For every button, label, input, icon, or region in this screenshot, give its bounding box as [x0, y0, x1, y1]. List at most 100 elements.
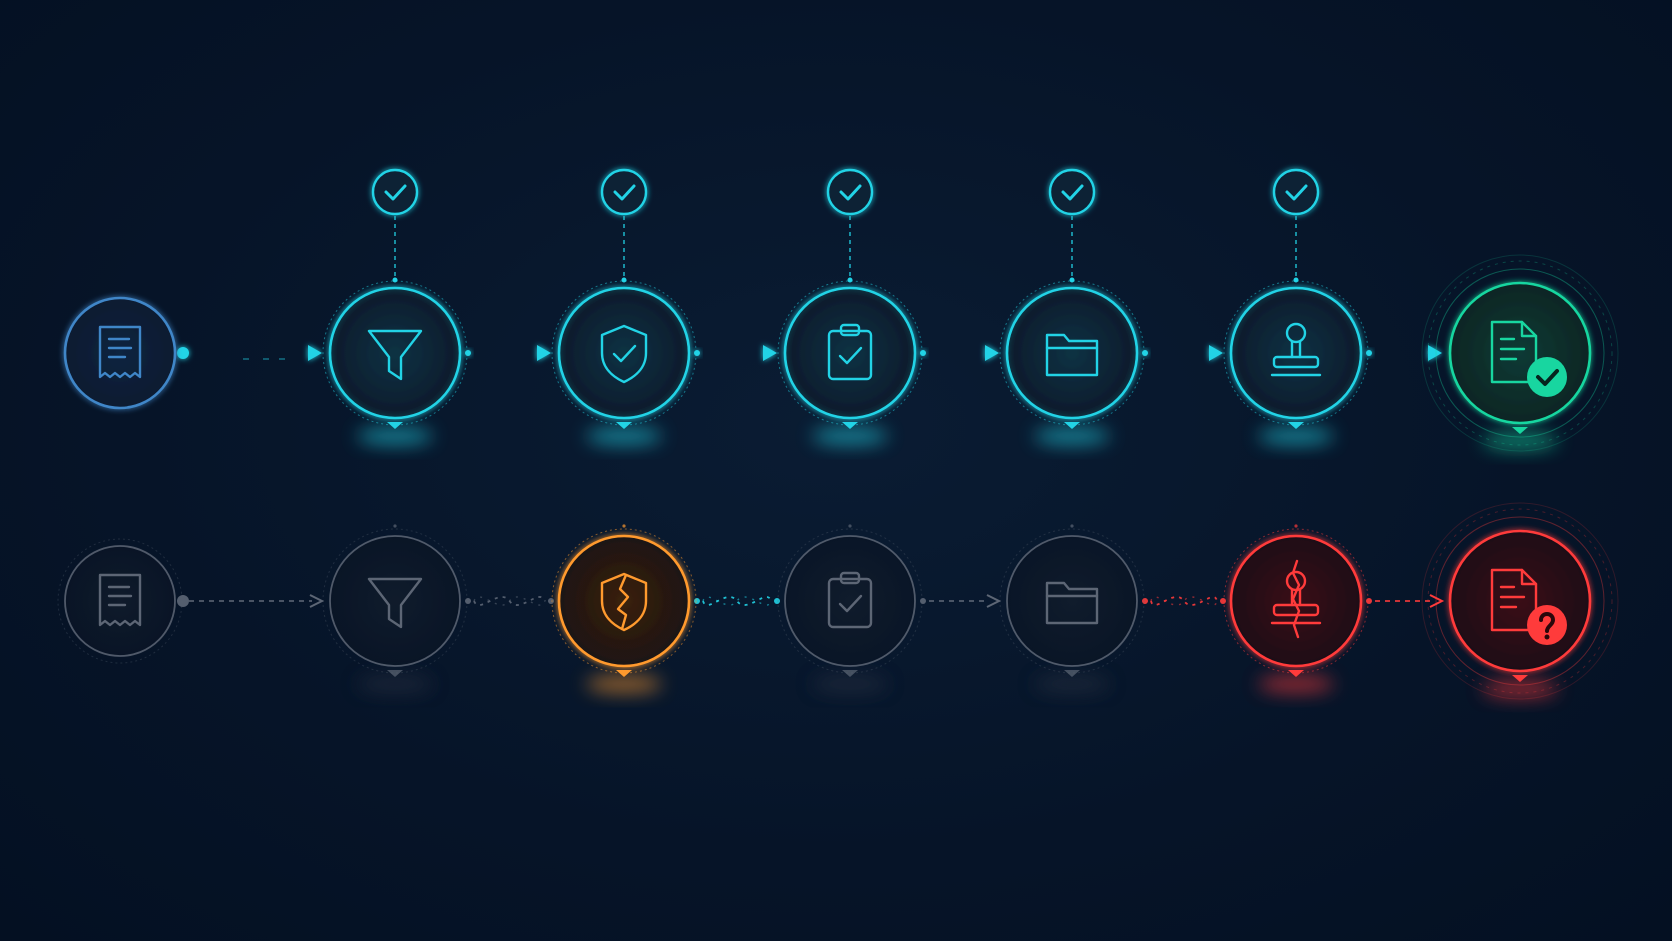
- outer-ring: [322, 528, 468, 674]
- badge-bg: [1527, 605, 1567, 645]
- arrow-head: [308, 345, 322, 361]
- node-ring: [1448, 529, 1592, 673]
- tick-dot: [1070, 524, 1074, 528]
- outer-ring: [1435, 516, 1605, 686]
- connector-dot: [1069, 277, 1075, 283]
- stage-node: [999, 168, 1145, 445]
- icon-wrap: [827, 571, 873, 629]
- check-circle-icon: [826, 168, 874, 216]
- node-ring: [1005, 286, 1139, 420]
- clipboard-check-icon: [827, 323, 873, 381]
- stage-node: [777, 524, 923, 693]
- icon-wrap: [1045, 581, 1099, 625]
- check-circle-icon: [371, 168, 419, 216]
- arrow-head: [763, 345, 777, 361]
- outer-ring: [551, 528, 697, 674]
- node-ring: [329, 535, 461, 667]
- outer-ring: [1421, 502, 1619, 700]
- flow-connector: [1366, 345, 1442, 361]
- arrow-head: [1428, 345, 1442, 361]
- connector-dot: [621, 277, 627, 283]
- pointer-triangle: [616, 422, 632, 429]
- arrow-head: [985, 345, 999, 361]
- node-glow: [1034, 427, 1110, 445]
- document-check-icon: [1490, 320, 1538, 384]
- tick-dot: [622, 524, 626, 528]
- flow-connector: [465, 345, 551, 361]
- node-ring: [63, 296, 177, 410]
- pointer-triangle: [387, 670, 403, 677]
- connector-dot: [1293, 277, 1299, 283]
- icon-wrap: [600, 324, 648, 384]
- arrow-head: [309, 594, 325, 608]
- outer-ring: [999, 528, 1145, 674]
- clipboard-check-icon: [827, 571, 873, 629]
- node-ring: [1006, 535, 1138, 667]
- stage-node: [777, 168, 923, 445]
- flow-connector: [694, 596, 780, 606]
- stage-node: [551, 524, 697, 693]
- arrow-head: [1429, 594, 1445, 608]
- node-glow: [1258, 675, 1334, 693]
- outer-ring: [322, 280, 468, 426]
- check-badge-icon: [1527, 357, 1567, 397]
- outer-ring: [1223, 280, 1369, 426]
- stage-node: [1421, 254, 1619, 452]
- filter-icon: [367, 577, 423, 629]
- stage-node: [63, 296, 177, 410]
- arrow-head: [1209, 345, 1223, 361]
- node-ring: [1229, 534, 1363, 668]
- connector-dot: [847, 277, 853, 283]
- badge-bg: [1527, 357, 1567, 397]
- flow-connector: [1142, 596, 1226, 606]
- outer-ring: [1421, 254, 1619, 452]
- check-circle-icon: [1272, 168, 1320, 216]
- pointer-triangle: [1288, 670, 1304, 677]
- node-glow: [1034, 675, 1110, 693]
- node-glow: [1482, 680, 1558, 698]
- stamp-icon: [1270, 322, 1322, 377]
- shield-check-icon: [600, 324, 648, 384]
- node-glow: [357, 427, 433, 445]
- folder-icon: [1045, 581, 1099, 625]
- pointer-triangle: [1064, 422, 1080, 429]
- receipt-icon: [98, 325, 142, 379]
- pointer-triangle: [1064, 670, 1080, 677]
- outer-ring: [1223, 528, 1369, 674]
- stage-node: [999, 524, 1145, 693]
- outer-ring: [1435, 268, 1605, 438]
- question-badge-icon: [1527, 605, 1567, 645]
- node-glow: [586, 675, 662, 693]
- node-glow: [812, 675, 888, 693]
- pointer-triangle: [842, 422, 858, 429]
- flow-connector: [920, 345, 999, 361]
- pointer-triangle: [1512, 427, 1528, 434]
- check-circle-icon: [600, 168, 648, 216]
- pointer-triangle: [1512, 675, 1528, 682]
- stage-node: [1223, 168, 1369, 445]
- node-glow: [586, 427, 662, 445]
- outer-ring: [551, 280, 697, 426]
- node-glow: [1482, 432, 1558, 450]
- folder-icon: [1045, 333, 1099, 377]
- outer-ring: [1427, 508, 1613, 694]
- check-circle-icon: [1048, 168, 1096, 216]
- flow-connector: [694, 345, 777, 361]
- pointer-triangle: [616, 670, 632, 677]
- outer-ring: [999, 280, 1145, 426]
- node-ring: [328, 286, 462, 420]
- flow-connector: [920, 594, 1002, 608]
- stage-node: [1421, 502, 1619, 700]
- icon-wrap: [827, 323, 873, 381]
- node-ring: [1448, 281, 1592, 425]
- flow-connector: [177, 345, 322, 361]
- pointer-triangle: [1288, 422, 1304, 429]
- pointer-triangle: [842, 670, 858, 677]
- broken-shield-icon: [600, 572, 648, 632]
- receipt-icon: [98, 573, 142, 627]
- broken-stamp-icon: [1270, 559, 1322, 639]
- node-glow: [812, 427, 888, 445]
- node-ring: [784, 535, 916, 667]
